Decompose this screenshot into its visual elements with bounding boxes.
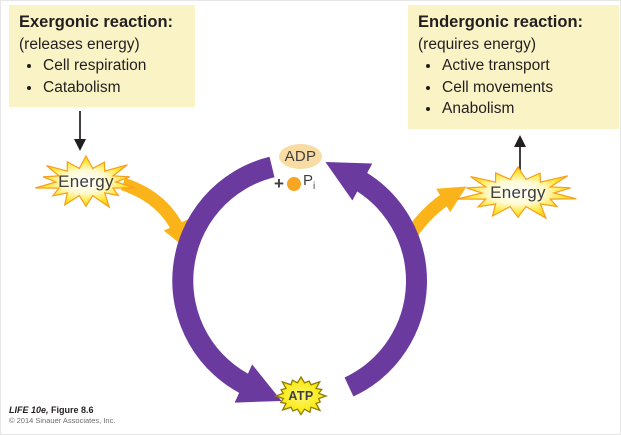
energy-starburst-right bbox=[457, 165, 577, 220]
list-item: Catabolism bbox=[42, 77, 185, 99]
credit-book: LIFE 10e, bbox=[9, 405, 49, 415]
credit-citation: LIFE 10e, Figure 8.6 bbox=[9, 405, 115, 415]
endergonic-title: Endergonic reaction: bbox=[418, 13, 584, 31]
figure-credit: LIFE 10e, Figure 8.6 © 2014 Sinauer Asso… bbox=[9, 405, 115, 425]
atp-starburst bbox=[273, 375, 328, 416]
exergonic-title: Exergonic reaction: bbox=[19, 13, 174, 31]
endergonic-subtitle: (requires energy) bbox=[418, 35, 537, 53]
list-item: Cell movements bbox=[441, 77, 609, 99]
endergonic-list: Active transportCell movementsAnabolism bbox=[418, 55, 609, 120]
energy-label-right: Energy bbox=[490, 183, 546, 202]
adp-molecule: ADP bbox=[279, 144, 322, 169]
credit-copyright: © 2014 Sinauer Associates, Inc. bbox=[9, 416, 116, 425]
endergonic-box: Endergonic reaction: (requires energy) A… bbox=[408, 5, 619, 129]
list-item: Active transport bbox=[441, 55, 609, 77]
phosphate-group: + Pi bbox=[274, 172, 316, 193]
adp-label: ADP bbox=[284, 148, 317, 165]
energy-starburst-left bbox=[35, 154, 135, 209]
phosphate-icon bbox=[286, 177, 301, 191]
credit-figure: Figure 8.6 bbox=[51, 405, 94, 415]
phosphate-label: Pi bbox=[302, 172, 316, 192]
exergonic-box: Exergonic reaction: (releases energy) Ce… bbox=[9, 5, 195, 107]
cycle-arc-atp-to-adp bbox=[325, 162, 427, 397]
plus-sign: + bbox=[274, 174, 284, 193]
energy-output-arrow bbox=[405, 186, 467, 238]
exergonic-list: Cell respirationCatabolism bbox=[19, 55, 185, 98]
exergonic-subtitle: (releases energy) bbox=[19, 35, 140, 53]
energy-label-left: Energy bbox=[58, 172, 114, 191]
atp-label: ATP bbox=[288, 389, 314, 403]
cycle-arc-adp-to-atp bbox=[172, 156, 282, 403]
list-item: Cell respiration bbox=[42, 55, 185, 77]
list-item: Anabolism bbox=[441, 98, 609, 120]
energy-input-arrow bbox=[120, 177, 189, 250]
